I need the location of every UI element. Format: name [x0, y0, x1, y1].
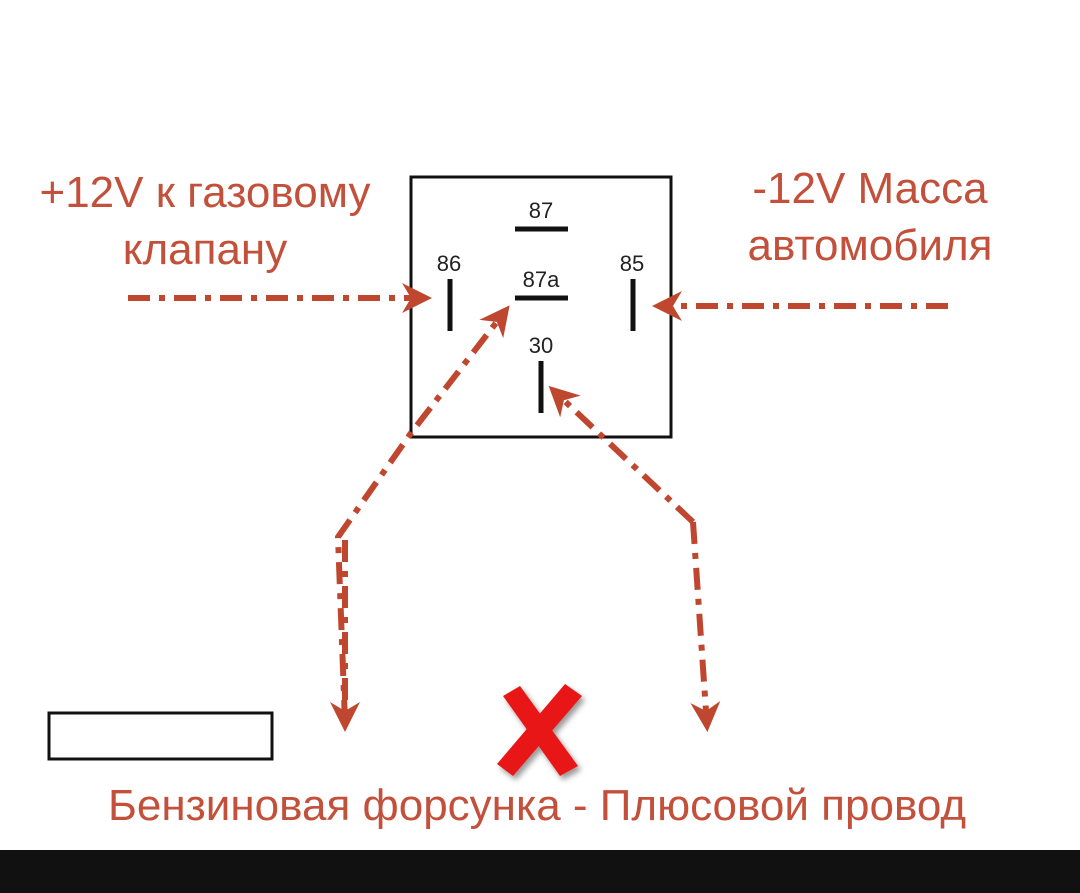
pin-87a-label: 87a	[523, 267, 560, 292]
pin-30-label: 30	[529, 333, 553, 358]
right-label-line1: -12V Масса	[752, 164, 988, 213]
pin-85-label: 85	[620, 251, 644, 276]
left-label-line2: клапану	[123, 225, 287, 274]
left-label-line1: +12V к газовому	[40, 168, 371, 217]
right-label-line2: автомобиля	[747, 221, 992, 270]
pin-86-label: 86	[437, 251, 461, 276]
wire-to-pin-87a	[334, 305, 510, 723]
bottom-black-bar	[0, 850, 1080, 893]
arrow-down-right	[690, 521, 721, 732]
bottom-label: Бензиновая форсунка - Плюсовой провод	[108, 781, 966, 830]
cross-icon	[497, 684, 582, 776]
injector-box	[47, 711, 274, 761]
pin-87-label: 87	[529, 198, 553, 223]
wire-to-pin-30	[548, 385, 696, 525]
